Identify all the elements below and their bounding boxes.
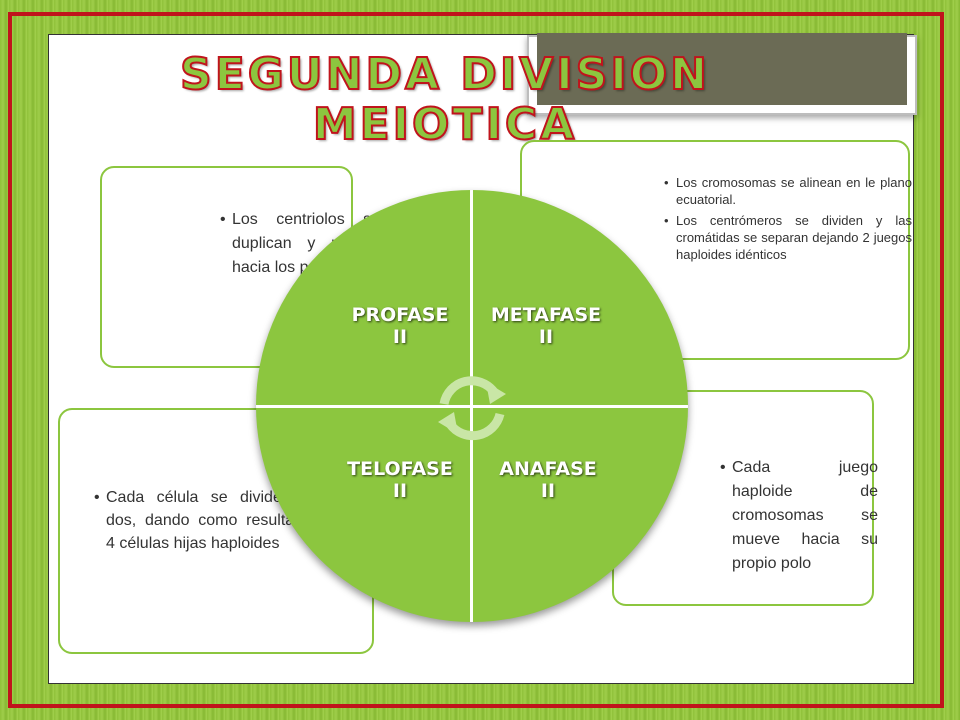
slide-title: SEGUNDA DIVISION MEIOTICA: [150, 49, 740, 151]
bullet-item: Los centrómeros se dividen y las cromáti…: [664, 212, 912, 263]
metafase-bullets: Los cromosomas se alinean en le plano ec…: [662, 174, 912, 267]
segment-label-line: ANAFASE: [499, 458, 597, 480]
bullet-item: Cada célula se divide en dos, dando como…: [94, 486, 312, 555]
photo-frame: [527, 33, 917, 115]
cycle-arrows-icon: [438, 376, 506, 441]
telofase-bullets: Cada célula se divide en dos, dando como…: [92, 486, 312, 555]
segment-label-telofase: TELOFASE II: [330, 458, 470, 502]
bullet-item: Los cromosomas se alinean en le plano ec…: [664, 174, 912, 208]
segment-label-line: II: [392, 326, 408, 348]
bullet-item: Cada juego haploide de cromosomas se mue…: [720, 456, 878, 576]
segment-label-line: TELOFASE: [347, 458, 453, 480]
segment-label-anafase: ANAFASE II: [478, 458, 618, 502]
title-line-1: SEGUNDA DIVISION: [179, 49, 710, 101]
segment-label-line: II: [540, 480, 556, 502]
photo-image: [537, 33, 907, 105]
segment-label-line: II: [392, 480, 408, 502]
segment-label-metafase: METAFASE II: [476, 304, 616, 348]
red-frame: [8, 12, 944, 708]
segment-label-profase: PROFASE II: [330, 304, 470, 348]
segment-label-line: METAFASE: [490, 304, 602, 326]
horizontal-divider: [256, 405, 688, 408]
segment-label-line: II: [538, 326, 554, 348]
anafase-bullets: Cada juego haploide de cromosomas se mue…: [718, 456, 878, 576]
phase-cycle-circle: PROFASE II METAFASE II ANAFASE II TELOFA…: [256, 190, 688, 622]
segment-label-line: PROFASE: [351, 304, 449, 326]
